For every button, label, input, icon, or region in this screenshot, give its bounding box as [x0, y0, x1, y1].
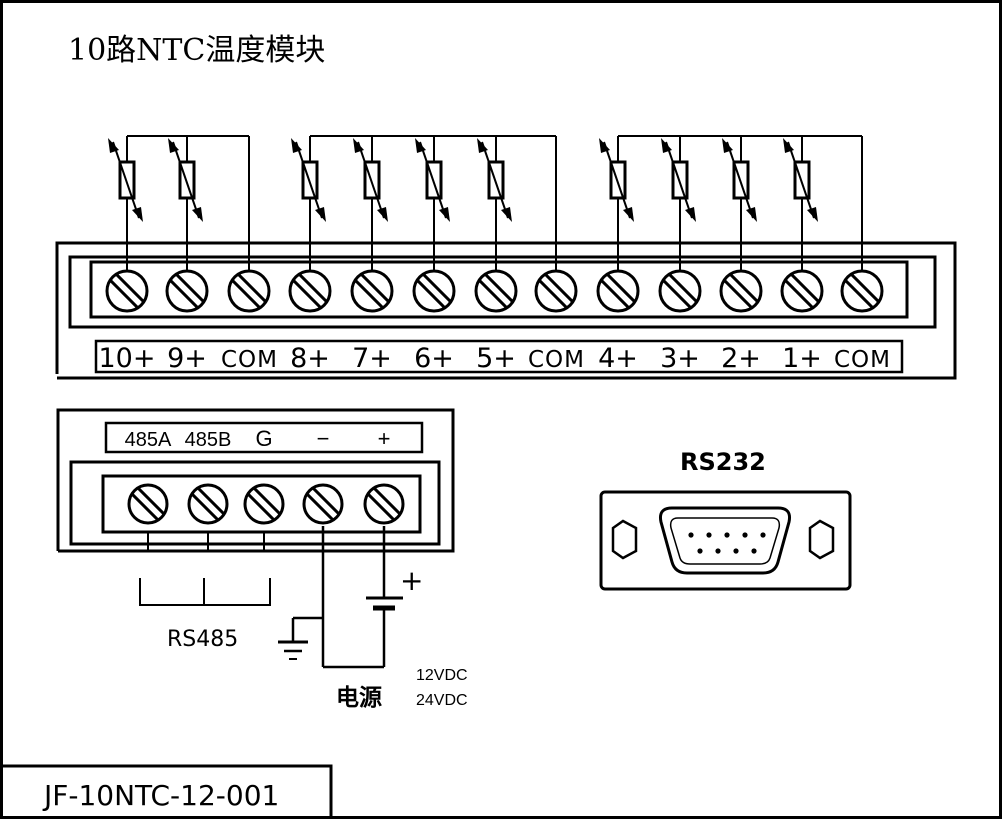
db9-pins	[688, 532, 766, 554]
db9-pin-top-1	[706, 532, 712, 538]
top-terminal-label-6: 5+	[476, 343, 516, 374]
bottom-label-strip	[104, 421, 424, 454]
top-screw-11	[780, 269, 824, 313]
ntc-thermistor-6	[477, 136, 512, 271]
power-wiring	[278, 526, 403, 669]
db9-inner	[669, 517, 781, 565]
db9-pin-top-4	[760, 532, 766, 538]
bottom-terminal-label-3: −	[317, 426, 330, 451]
top-terminal-label-2: COM	[221, 347, 277, 373]
top-screw-12	[840, 269, 884, 313]
ntc-thermistor-4	[353, 136, 388, 271]
battery-plus-sign: +	[400, 564, 423, 597]
model-number: JF-10NTC-12-001	[42, 779, 279, 812]
bottom-terminal-label-2: G	[255, 426, 272, 451]
top-screw-strip	[89, 260, 909, 319]
bottom-terminal-label-4: +	[378, 426, 391, 451]
rs232-plate	[599, 490, 852, 591]
bottom-screw-1	[187, 483, 229, 525]
top-terminal-label-12: COM	[834, 347, 890, 373]
top-terminal-label-11: 1+	[782, 343, 822, 374]
rs232-connector: RS232	[599, 448, 852, 591]
top-screw-10	[719, 269, 763, 313]
top-screw-2	[227, 269, 271, 313]
top-screw-0	[105, 269, 149, 313]
top-terminal-label-10: 2+	[721, 343, 761, 374]
bottom-screw-4	[363, 483, 405, 525]
rs485-wiring	[139, 532, 271, 606]
db9-pin-bottom-3	[751, 548, 757, 554]
top-terminal-label-3: 8+	[290, 343, 330, 374]
top-terminal-label-9: 3+	[660, 343, 700, 374]
top-label-strip	[94, 339, 904, 374]
top-screw-4	[350, 269, 394, 313]
top-terminal-label-4: 7+	[352, 343, 392, 374]
ntc-thermistor-8	[599, 136, 634, 271]
bottom-labels: 485A 485B G − +	[125, 426, 391, 451]
top-labels: 10+ 9+ COM 8+ 7+ 6+ 5+ COM 4+ 3+ 2+ 1+ COM	[99, 343, 890, 374]
ntc-thermistor-10	[722, 136, 757, 271]
ntc-thermistor-0	[108, 136, 143, 271]
db9-pin-top-2	[724, 532, 730, 538]
rs232-right-hex-icon	[808, 519, 835, 560]
top-screw-6	[474, 269, 518, 313]
bottom-block-outline	[56, 408, 455, 553]
ntc-thermistor-11	[783, 136, 818, 271]
db9-pin-top-3	[742, 532, 748, 538]
module-title: 10路NTC温度模块	[68, 33, 325, 68]
bottom-screw-2	[243, 483, 285, 525]
top-terminal-block: 10+ 9+ COM 8+ 7+ 6+ 5+ COM 4+ 3+ 2+ 1+ COM	[55, 135, 957, 380]
db9-pin-bottom-0	[697, 548, 703, 554]
rs232-left-hex-icon	[611, 519, 638, 560]
db9-shell	[659, 506, 791, 575]
bottom-terminal-block: 485A 485B G − +	[56, 408, 455, 553]
top-screw-9	[658, 269, 702, 313]
top-block-outline	[55, 241, 957, 380]
top-terminal-label-0: 10+	[99, 343, 156, 374]
bottom-screw-0	[127, 483, 169, 525]
bottom-block-inner	[69, 460, 441, 546]
bottom-terminal-label-1: 485B	[185, 429, 232, 451]
voltage-12: 12VDC	[416, 667, 468, 684]
db9-pin-top-0	[688, 532, 694, 538]
ntc-thermistor-5	[415, 136, 450, 271]
top-screw-5	[412, 269, 456, 313]
model-box	[2, 764, 333, 817]
top-terminal-label-1: 9+	[167, 343, 207, 374]
voltage-24: 24VDC	[416, 692, 468, 709]
rs485-label: RS485	[167, 627, 238, 652]
top-screws	[105, 269, 884, 313]
top-block-inner	[68, 255, 937, 329]
bottom-terminal-label-0: 485A	[125, 429, 172, 451]
top-screw-8	[596, 269, 640, 313]
power-label: 电源	[336, 685, 382, 711]
ntc-thermistor-9	[661, 136, 696, 271]
db9-pin-bottom-2	[733, 548, 739, 554]
rs232-label: RS232	[680, 448, 766, 476]
top-screw-7	[534, 269, 578, 313]
bottom-screw-strip	[101, 474, 422, 534]
bottom-screw-3	[302, 483, 344, 525]
ntc-thermistor-1	[168, 136, 203, 271]
top-screw-1	[165, 269, 209, 313]
top-terminal-label-8: 4+	[598, 343, 638, 374]
top-terminal-label-7: COM	[528, 347, 584, 373]
ntc-thermistor-3	[291, 136, 326, 271]
top-wires	[108, 135, 863, 271]
db9-pin-bottom-1	[715, 548, 721, 554]
top-screw-3	[288, 269, 332, 313]
bottom-screws	[127, 483, 405, 525]
top-terminal-label-5: 6+	[414, 343, 454, 374]
